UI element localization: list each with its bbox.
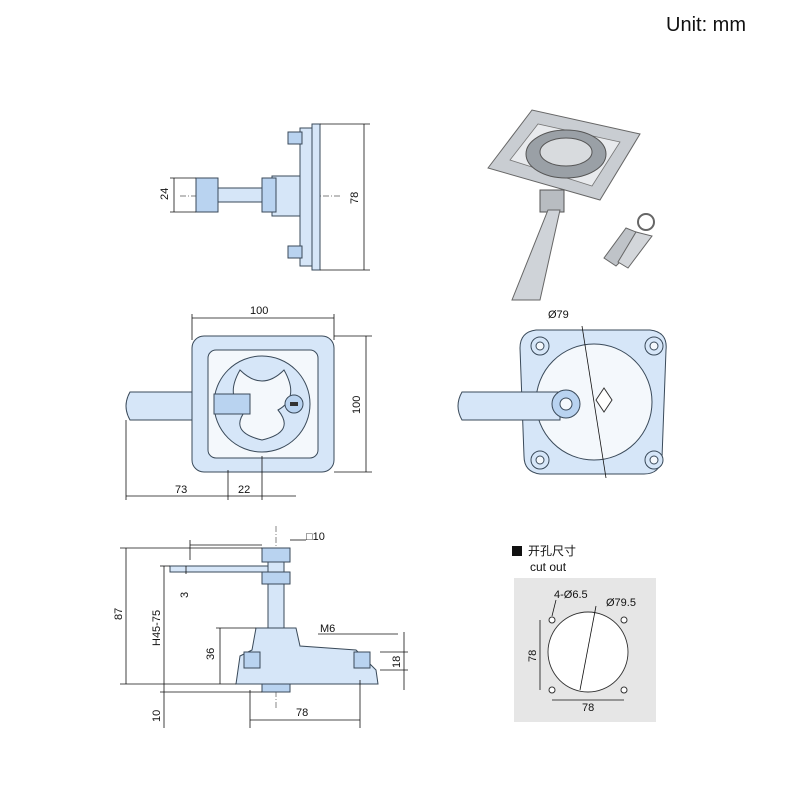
- dim-100-width: 100: [250, 305, 268, 317]
- dim-24: 24: [159, 188, 171, 200]
- front-handle: [125, 391, 201, 421]
- section-handle: [169, 565, 281, 573]
- dim-100-height: 100: [351, 396, 363, 414]
- cutout-dim-holes: 4-Ø6.5: [554, 589, 588, 601]
- dim-h45-75: H45-75: [151, 610, 163, 646]
- side-nut: [195, 177, 219, 213]
- cutout-dim-78-v: 78: [527, 650, 539, 662]
- dim-18: 18: [391, 656, 403, 668]
- dim-73: 73: [175, 484, 187, 496]
- side-flange: [299, 127, 313, 267]
- dim-87: 87: [113, 608, 125, 620]
- product-photo: [487, 109, 655, 301]
- cutout-detail: 开孔尺寸 cut out 4-Ø6.5 Ø79.5 78 78: [512, 544, 656, 722]
- side-flange-edge: [311, 123, 321, 271]
- cutout-dim-78-h: 78: [582, 702, 594, 714]
- dim-22: 22: [238, 484, 250, 496]
- dim-phi79: Ø79: [548, 309, 569, 321]
- cutout-title-cn: 开孔尺寸: [528, 544, 576, 558]
- section-view: □10 87 H45-75 3 36 M6 18 10 78: [113, 526, 408, 728]
- side-view: 24 78: [159, 123, 370, 271]
- dim-m6: M6: [320, 623, 335, 635]
- cutout-dim-phi: Ø79.5: [606, 597, 636, 609]
- back-handle: [457, 391, 561, 421]
- dim-3: 3: [179, 592, 191, 598]
- cutout-title-en: cut out: [530, 560, 567, 574]
- unit-label: Unit: mm: [666, 14, 746, 36]
- front-view: 100 100 73 22: [125, 305, 372, 500]
- cutout-circle: [547, 611, 629, 693]
- back-view: Ø79: [457, 309, 667, 479]
- dim-10: 10: [151, 710, 163, 722]
- dim-78-section: 78: [296, 707, 308, 719]
- dim-sq10: □10: [306, 531, 325, 543]
- dim-78-side: 78: [349, 192, 361, 204]
- dim-36: 36: [205, 648, 217, 660]
- black-square-icon: [512, 546, 522, 556]
